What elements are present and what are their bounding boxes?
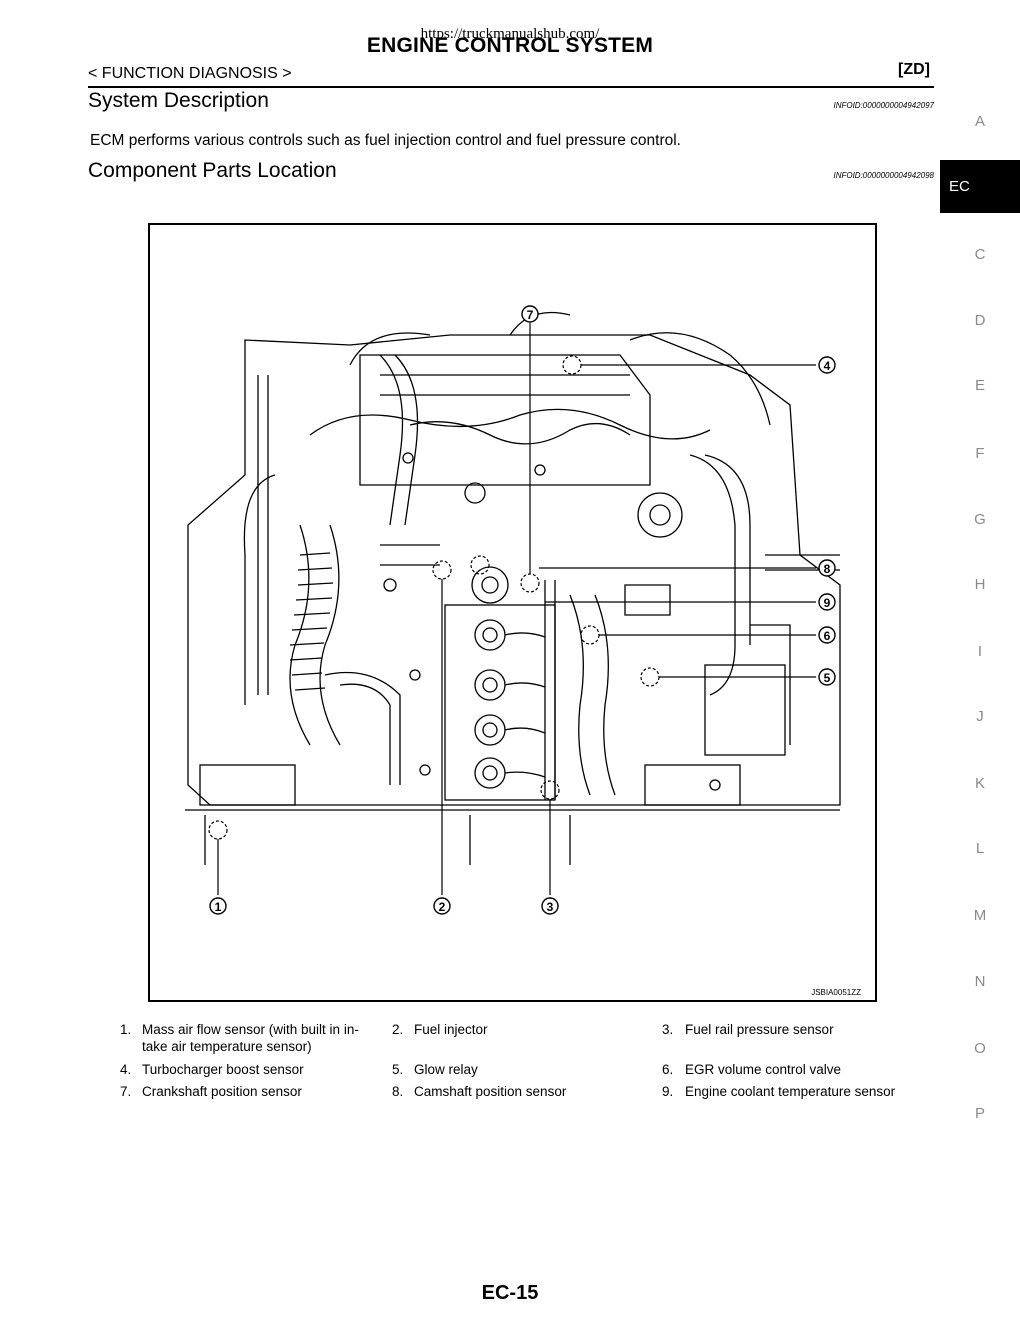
legend-num-8: 8.	[392, 1084, 404, 1099]
side-tab-c[interactable]: C	[974, 246, 986, 263]
callout-4: 4	[818, 356, 836, 374]
side-tab-ec-label: EC	[949, 178, 970, 195]
callout-1: 1	[209, 897, 227, 915]
figure-id: JSBIA0051ZZ	[811, 988, 861, 997]
callout-3-label: 3	[547, 900, 554, 914]
side-tab-e[interactable]: E	[974, 377, 985, 394]
callout-2-label: 2	[439, 900, 446, 914]
side-tab-p[interactable]: P	[974, 1105, 985, 1122]
callout-3: 3	[541, 897, 559, 915]
side-tab-f[interactable]: F	[975, 445, 985, 462]
callout-9: 9	[818, 593, 836, 611]
side-tab-n[interactable]: N	[974, 973, 986, 990]
section-heading-component-parts-location: Component Parts Location	[88, 159, 337, 182]
system-description-text: ECM performs various controls such as fu…	[90, 132, 681, 149]
legend-label-9: Engine coolant temperature sensor	[685, 1084, 896, 1099]
callout-4-label: 4	[824, 359, 831, 373]
legend-num-6: 6.	[662, 1062, 674, 1077]
side-tab-ec[interactable]: EC	[940, 160, 1020, 213]
legend-label-3: Fuel rail pressure sensor	[685, 1022, 834, 1037]
side-tab-h[interactable]: H	[974, 576, 986, 593]
engine-illustration: 1 2 3 4 5 6 7 8 9	[185, 305, 841, 915]
legend-num-7: 7.	[120, 1084, 132, 1099]
component-location-figure: 1 2 3 4 5 6 7 8 9 JSBIA0051ZZ	[148, 223, 877, 1002]
callout-6-label: 6	[824, 629, 831, 643]
side-tab-a[interactable]: A	[974, 113, 985, 130]
side-tab-index: A EC C D E F G H I J K L M N O P	[940, 0, 1020, 1320]
section-nav: < FUNCTION DIAGNOSIS >	[88, 65, 292, 82]
legend-label-8: Camshaft position sensor	[414, 1084, 567, 1099]
watermark-url: https://truckmanualshub.com/	[420, 26, 600, 42]
side-tab-m[interactable]: M	[973, 907, 987, 924]
legend-num-9: 9.	[662, 1084, 674, 1099]
legend-label-2: Fuel injector	[414, 1022, 488, 1037]
infoid-system-description: INFOID:0000000004942097	[833, 101, 934, 110]
section-heading-system-description: System Description	[88, 89, 269, 112]
legend-num-3: 3.	[662, 1022, 674, 1037]
side-tab-l[interactable]: L	[975, 840, 985, 857]
legend-num-4: 4.	[120, 1062, 132, 1077]
callout-7-label: 7	[527, 308, 534, 322]
legend-label-1-cont: take air temperature sensor)	[142, 1039, 312, 1054]
callout-5: 5	[818, 668, 836, 686]
legend-num-5: 5.	[392, 1062, 404, 1077]
callout-5-label: 5	[824, 671, 831, 685]
document-title: ENGINE CONTROL SYSTEM	[366, 34, 654, 57]
callout-7: 7	[521, 305, 539, 323]
legend-num-1: 1.	[120, 1022, 132, 1037]
legend-label-1: Mass air flow sensor (with built in in-	[142, 1022, 359, 1037]
legend-label-5: Glow relay	[414, 1062, 478, 1077]
side-tab-d[interactable]: D	[974, 312, 986, 329]
side-tab-k[interactable]: K	[974, 775, 985, 792]
callout-6: 6	[818, 626, 836, 644]
side-tab-i[interactable]: I	[977, 643, 983, 660]
legend-label-7: Crankshaft position sensor	[142, 1084, 302, 1099]
infoid-component-parts-location: INFOID:0000000004942098	[833, 171, 934, 180]
callout-8: 8	[818, 559, 836, 577]
side-tab-j[interactable]: J	[976, 708, 984, 725]
side-tab-g[interactable]: G	[974, 511, 986, 528]
legend-label-4: Turbocharger boost sensor	[142, 1062, 304, 1077]
legend-num-2: 2.	[392, 1022, 404, 1037]
callout-1-label: 1	[215, 900, 222, 914]
callout-8-label: 8	[824, 562, 831, 576]
callout-2: 2	[433, 897, 451, 915]
side-tab-o[interactable]: O	[974, 1040, 986, 1057]
page-number: EC-15	[481, 1282, 539, 1304]
header-rule	[88, 86, 934, 88]
model-tag: [ZD]	[898, 61, 930, 78]
legend-label-6: EGR volume control valve	[685, 1062, 842, 1077]
callout-9-label: 9	[824, 596, 831, 610]
